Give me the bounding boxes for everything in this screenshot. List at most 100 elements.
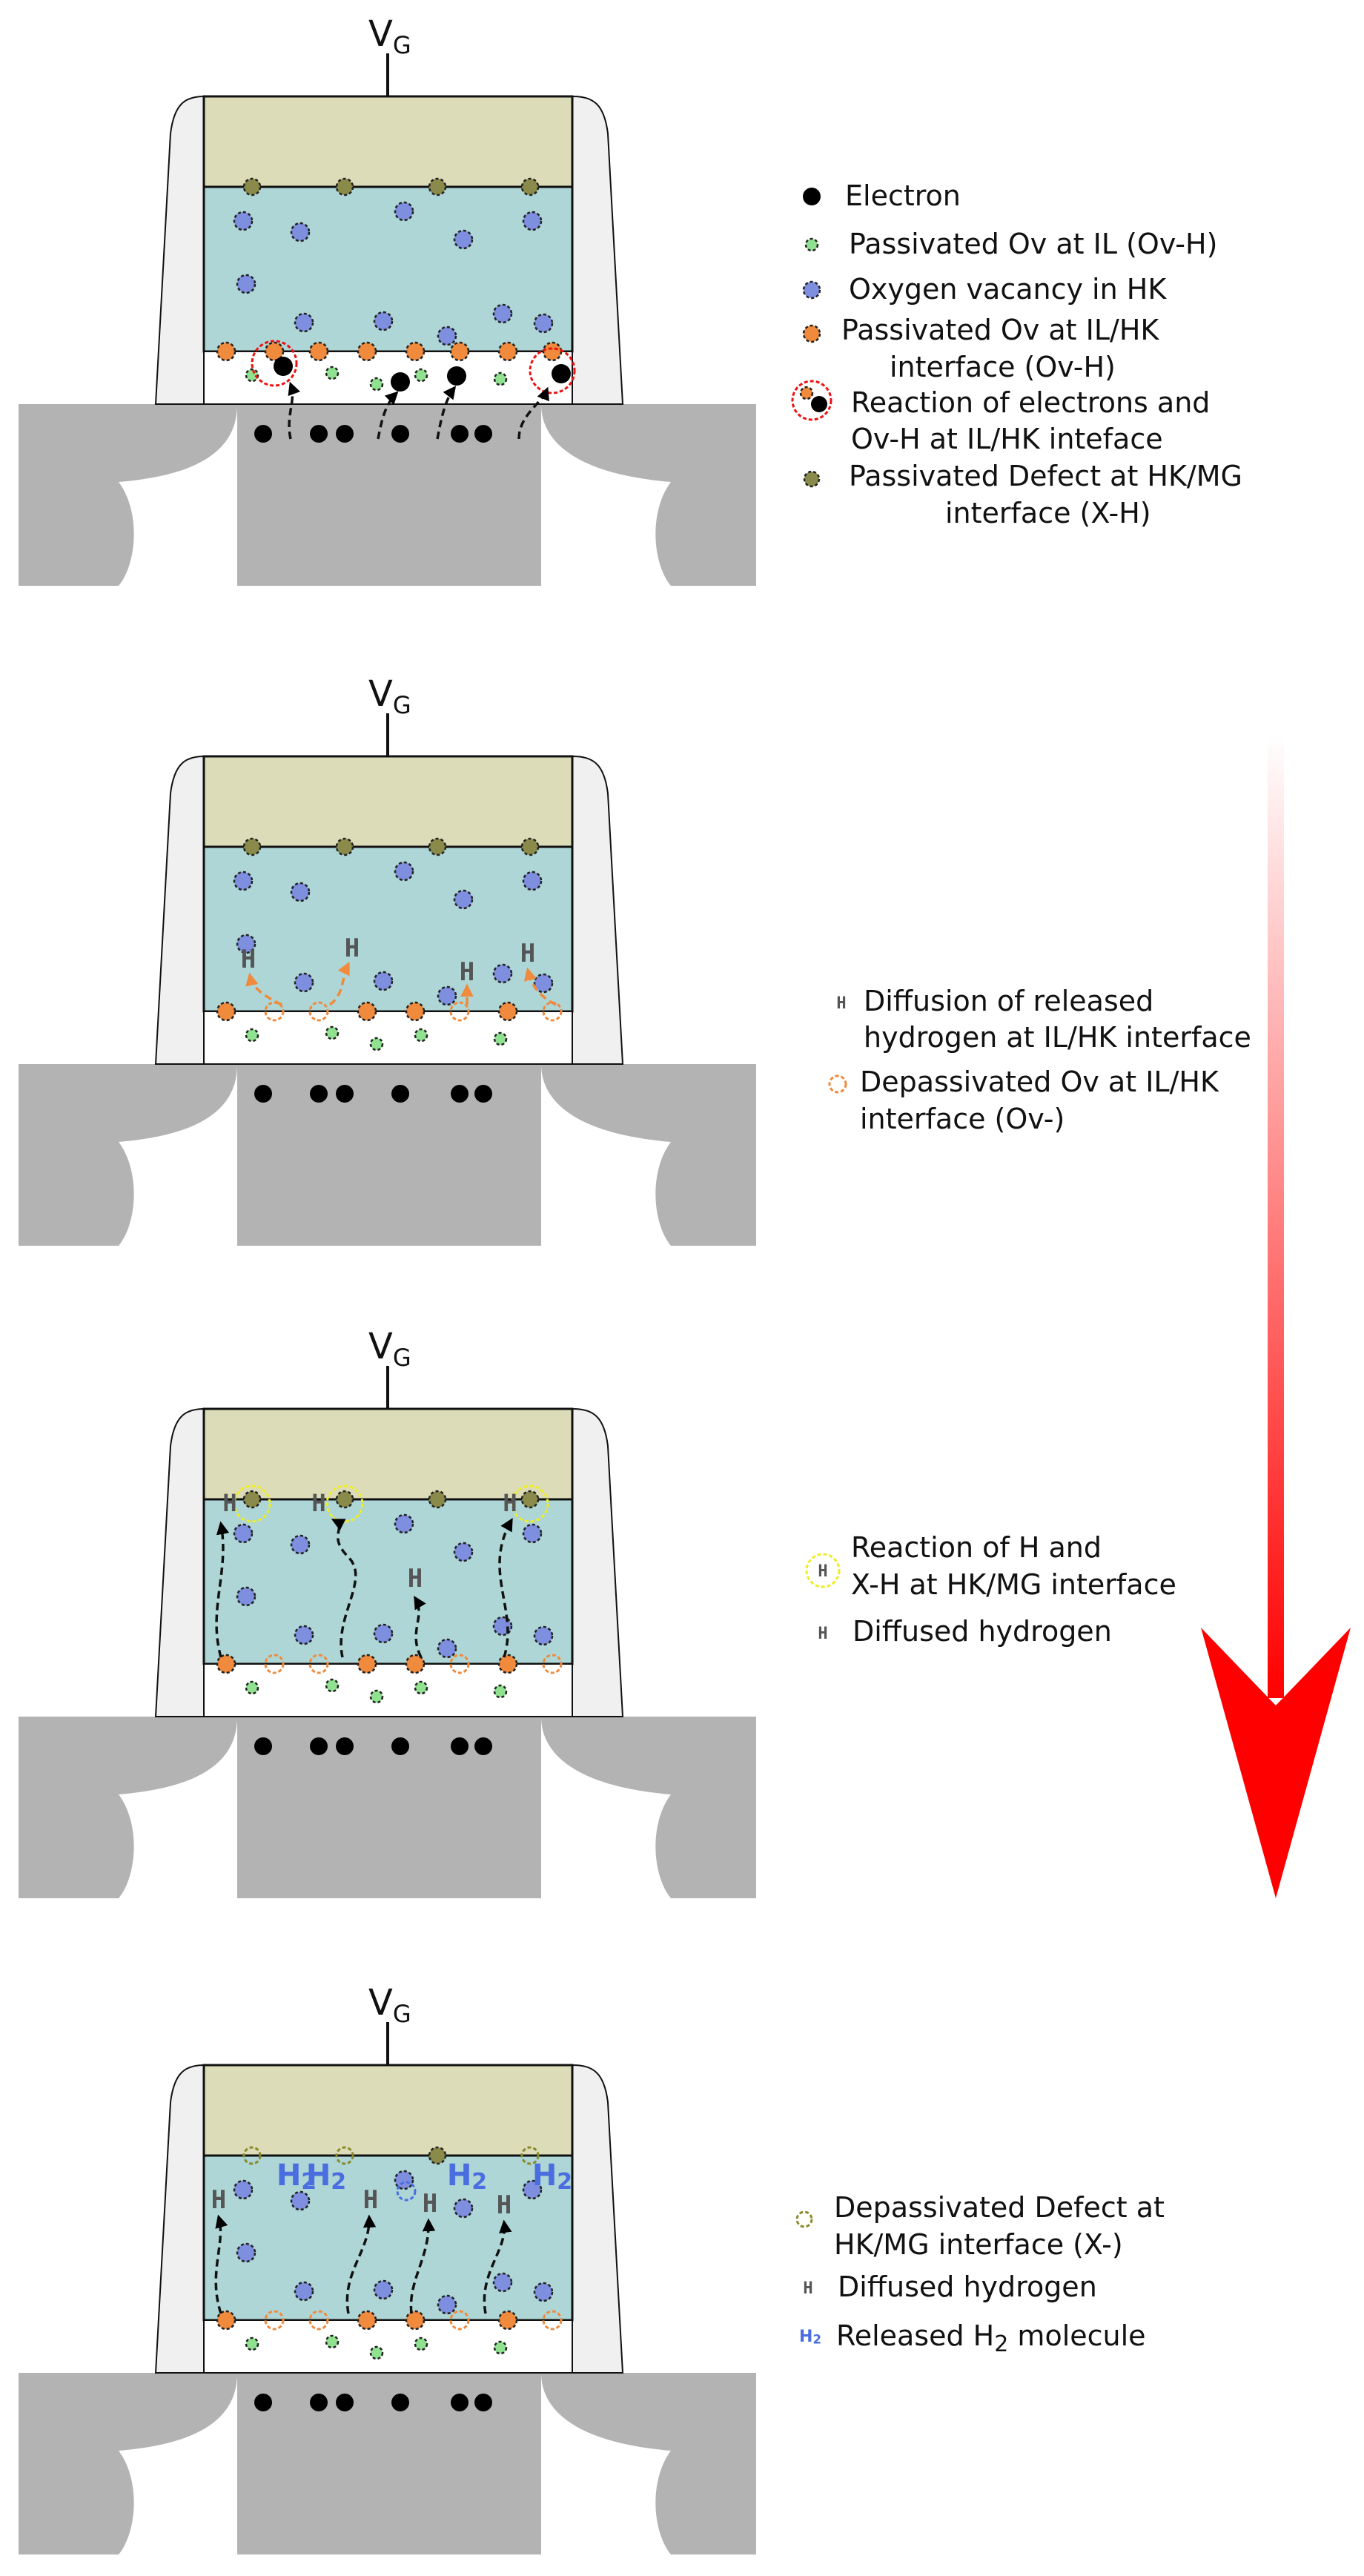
ov-il-icon: [493, 1031, 508, 1046]
electron-icon: [474, 1085, 492, 1103]
electron-icon: [451, 425, 469, 443]
electron-icon: [310, 425, 328, 443]
ov-ilhk-icon: [405, 1001, 426, 1022]
substrate-source: [19, 1717, 237, 1898]
electron-icon: [474, 2394, 492, 2411]
hydrogen-icon: H: [497, 2190, 512, 2220]
depassivated-defect-icon: [520, 2146, 540, 2165]
h2-molecule-icon: H2: [799, 2328, 821, 2347]
ov-hk-icon: [453, 889, 474, 910]
hydrogen-path: [414, 1595, 426, 1658]
ov-il-icon: [325, 366, 340, 380]
substrate-channel: [237, 404, 541, 586]
ov-ilhk-icon: [497, 2310, 518, 2331]
hydrogen-icon: H: [836, 994, 846, 1013]
xh-defect-icon: [242, 1490, 262, 1509]
substrate-source: [19, 404, 237, 586]
ov-hk-icon: [437, 1638, 457, 1659]
ov-hk-icon: [533, 973, 554, 994]
substrate-source: [19, 1064, 237, 1246]
legend-hmg-line2: X-H at HK/MG interface: [851, 1568, 1176, 1601]
depassivated-defect-icon: [335, 2146, 354, 2165]
ov-hk-icon: [437, 985, 457, 1006]
electron-icon: [310, 1737, 328, 1755]
metal-gate: [202, 2064, 574, 2157]
substrate-channel: [237, 1064, 541, 1246]
metal-gate: [202, 1407, 574, 1501]
hydrogen-path: [331, 1519, 357, 1658]
spacer-right: [572, 1407, 624, 1717]
interlayer: [203, 2319, 573, 2374]
ov-il-icon: [245, 1680, 259, 1695]
ov-il-icon: [414, 2336, 428, 2351]
ov-ilhk-icon: [405, 341, 426, 362]
interlayer: [203, 1663, 573, 1717]
ov-hk-icon: [233, 871, 254, 891]
electron-icon: [552, 364, 571, 383]
electron-icon: [474, 425, 492, 443]
ov-il-icon: [493, 371, 508, 386]
ov-hk-icon: [394, 201, 414, 222]
ov-ilhk-icon: [216, 2310, 236, 2331]
ov-hk-icon: [522, 2179, 543, 2200]
hydrogen-path: [409, 2218, 436, 2314]
interlayer: [203, 351, 573, 405]
ov-hk-icon: [453, 2198, 474, 2219]
electron-icon: [474, 1737, 492, 1755]
ov-hk-icon: [290, 1534, 311, 1555]
legend-depassivated-defect-line2: HK/MG interface (X-): [834, 2228, 1123, 2261]
hydrogen-icon: H: [222, 1489, 236, 1517]
legend-depassivated-line1: Depassivated Ov at IL/HK: [860, 1066, 1219, 1098]
electron-icon: [254, 1085, 272, 1103]
h-mg-reaction-icon: [511, 1484, 549, 1523]
spacer-right: [572, 95, 624, 405]
electron-icon: [254, 1737, 272, 1755]
ov-hk-icon: [290, 882, 311, 902]
legend-hmg-line1: Reaction of H and: [851, 1531, 1102, 1564]
depassivated-ov-icon: [449, 1654, 470, 1674]
gate-voltage-label: VG: [368, 1982, 411, 2028]
ov-hk-icon: [233, 1523, 254, 1544]
ov-hk-icon: [492, 963, 513, 984]
xh-defect-icon: [335, 1490, 354, 1509]
ov-hk-icon: [394, 2170, 414, 2190]
ov-il-icon: [414, 1028, 428, 1043]
substrate-drain: [541, 2373, 756, 2554]
electron-icon: [447, 366, 466, 386]
hydrogen-path: [436, 386, 457, 440]
legend-reaction-line2: Ov-H at IL/HK inteface: [851, 423, 1163, 455]
hydrogen-path: [377, 391, 399, 440]
ov-hk-icon: [373, 2279, 394, 2300]
xh-defect-icon: [428, 177, 447, 196]
depassivated-ov-icon: [308, 1654, 329, 1674]
spacer-right: [572, 2064, 624, 2374]
ov-hk-icon: [492, 303, 513, 324]
ov-hk-icon: [533, 2282, 554, 2302]
xh-defect-icon: [520, 1490, 540, 1509]
h2-molecule-icon: H2: [306, 2159, 346, 2195]
ov-ilhk-icon: [308, 341, 329, 362]
xh-defect-icon: [242, 837, 262, 856]
electron-icon: [391, 372, 410, 392]
time-arrow-icon: [1201, 734, 1351, 1898]
ov-hk-icon: [522, 211, 543, 231]
hydrogen-icon: H: [211, 2185, 226, 2215]
ov-ilhk-icon: [405, 2310, 426, 2331]
hydrogen-path: [517, 386, 549, 440]
xh-defect-icon: [335, 177, 354, 196]
h-mg-reaction-icon: [325, 1484, 364, 1523]
spacer-left: [154, 2064, 205, 2374]
ov-hk-icon: [236, 1586, 256, 1607]
hydrogen-icon: H: [460, 957, 474, 987]
ov-hk-icon: [373, 311, 394, 331]
legend-ov-ilhk-line1: Passivated Ov at IL/HK: [841, 314, 1159, 346]
spacer-right: [572, 755, 624, 1065]
legend-h2: Released H2 molecule: [836, 2319, 1146, 2357]
ov-ilhk-icon: [216, 341, 236, 362]
legend-ov-hk: Oxygen vacancy in HK: [849, 273, 1167, 306]
ov-hk-icon: [394, 861, 414, 882]
ov-hk-icon: [290, 2190, 311, 2211]
